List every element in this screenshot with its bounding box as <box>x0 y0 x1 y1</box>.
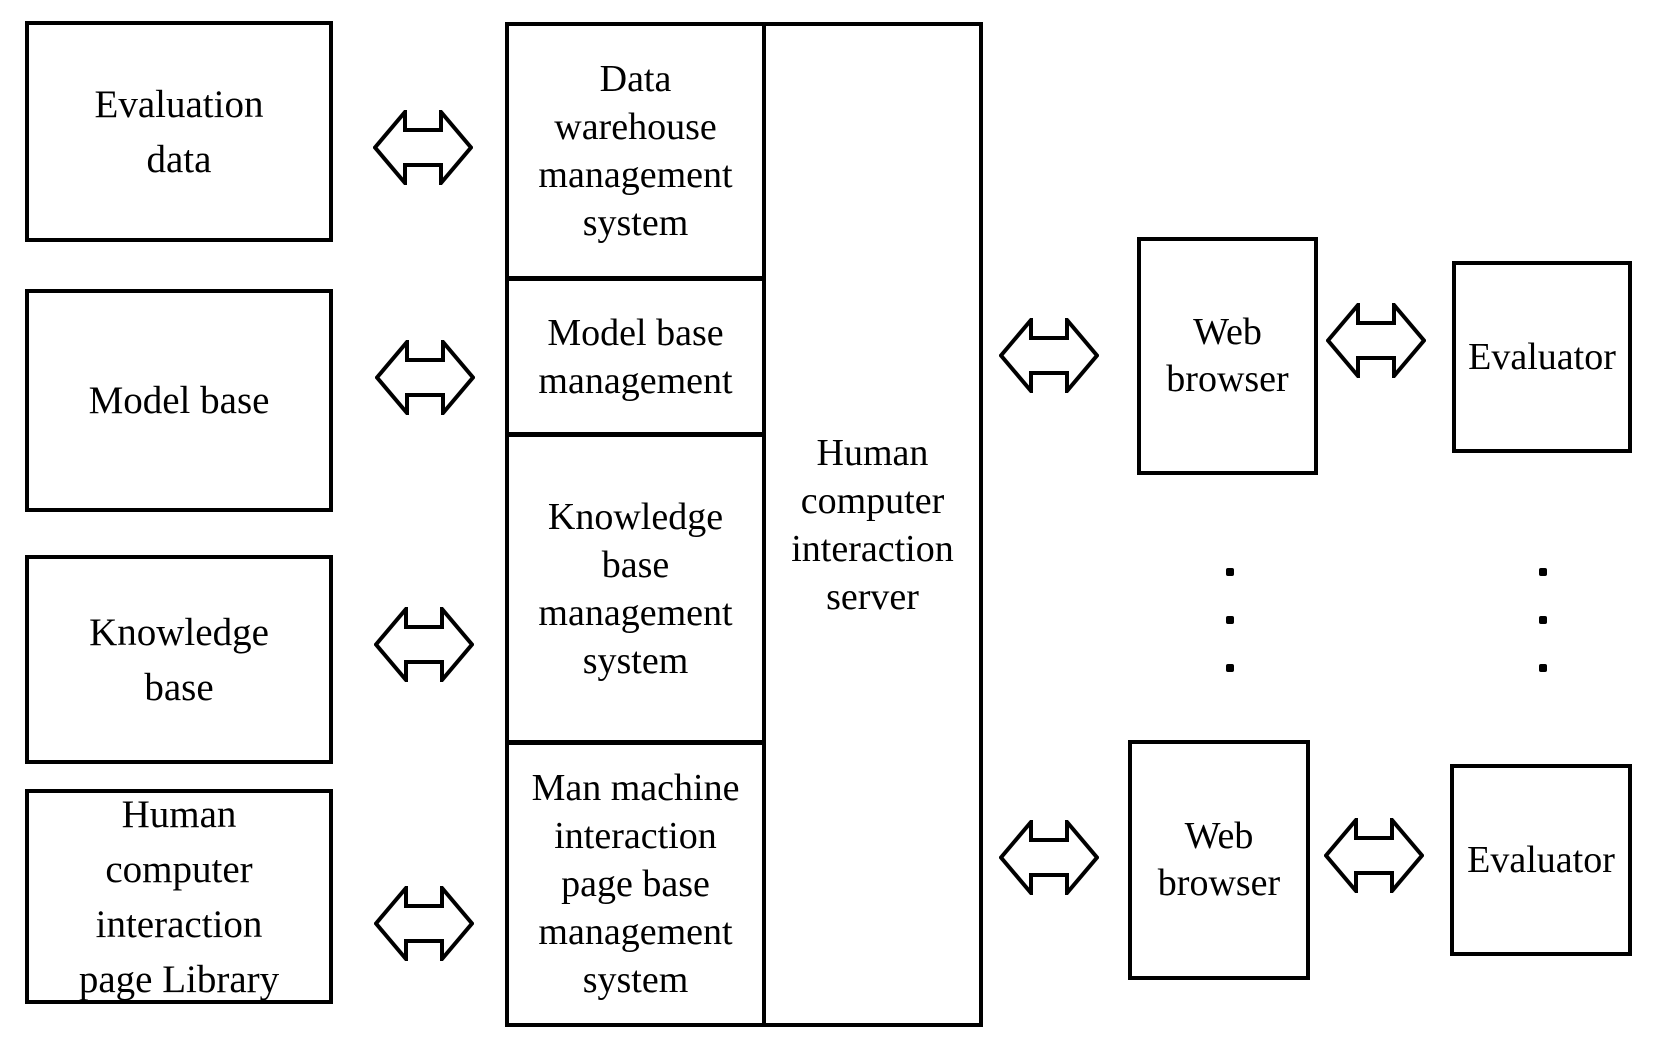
evaluator-bottom-label: Evaluator <box>1467 838 1615 881</box>
data-warehouse-management-section: Data warehouse management system <box>509 26 762 281</box>
panel-vertical-divider <box>762 26 766 1023</box>
ellipsis-dots-web-browser <box>1226 568 1234 672</box>
dot <box>1226 616 1234 624</box>
management-systems-panel: Data warehouse management system Model b… <box>505 22 983 1027</box>
model-base-label: Model base <box>88 379 270 422</box>
model-base-management-label: Model base management <box>538 311 733 402</box>
web-browser-bottom-label: Web browser <box>1157 815 1281 904</box>
double-arrow-icon-hci-page-library <box>374 886 474 961</box>
hci-page-library-label: Human computer interaction page Library <box>78 792 280 1001</box>
hci-server-label: Human computer interaction server <box>791 431 954 618</box>
double-arrow-icon-server-web-bottom <box>999 820 1099 895</box>
model-base-box: Model base <box>25 289 333 512</box>
double-arrow-icon-web-evaluator-top <box>1326 303 1426 378</box>
dot <box>1539 568 1547 576</box>
double-arrow-icon-server-web-top <box>999 318 1099 393</box>
knowledge-base-management-label: Knowledge base management system <box>538 495 733 682</box>
knowledge-base-management-section: Knowledge base management system <box>509 437 762 745</box>
double-arrow-icon-model-base <box>375 340 475 415</box>
man-machine-page-base-management-section: Man machine interaction page base manage… <box>509 745 762 1023</box>
knowledge-base-label: Knowledge base <box>89 610 269 709</box>
dot <box>1226 664 1234 672</box>
evaluation-data-box: Evaluation data <box>25 21 333 242</box>
model-base-management-section: Model base management <box>509 281 762 437</box>
dot <box>1226 568 1234 576</box>
data-warehouse-management-label: Data warehouse management system <box>538 58 733 244</box>
double-arrow-icon-evaluation-data <box>373 110 473 185</box>
hci-server-panel: Human computer interaction server <box>766 26 979 1023</box>
evaluation-data-label: Evaluation data <box>94 82 264 181</box>
web-browser-top-label: Web browser <box>1166 311 1289 400</box>
evaluator-top-label: Evaluator <box>1468 335 1616 378</box>
ellipsis-dots-evaluator <box>1539 568 1547 672</box>
hci-page-library-box: Human computer interaction page Library <box>25 789 333 1004</box>
man-machine-page-base-management-label: Man machine interaction page base manage… <box>531 767 740 1001</box>
evaluator-box-top: Evaluator <box>1452 261 1632 453</box>
double-arrow-icon-knowledge-base <box>374 607 474 682</box>
dot <box>1539 664 1547 672</box>
evaluator-box-bottom: Evaluator <box>1450 764 1632 956</box>
double-arrow-icon-web-evaluator-bottom <box>1324 818 1424 893</box>
dot <box>1539 616 1547 624</box>
web-browser-box-top: Web browser <box>1137 237 1318 475</box>
web-browser-box-bottom: Web browser <box>1128 740 1310 980</box>
knowledge-base-box: Knowledge base <box>25 555 333 764</box>
